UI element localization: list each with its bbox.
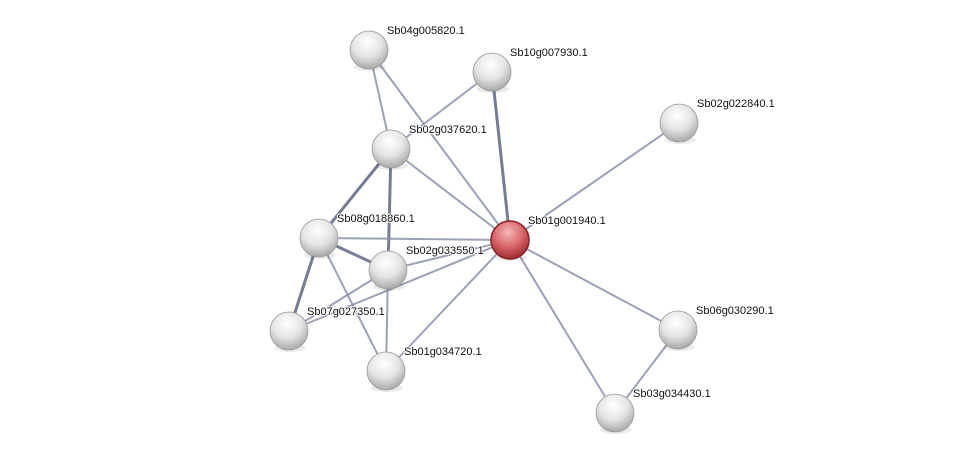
node-label: Sb07g027350.1 [307, 306, 385, 318]
edge-Sb01g001940.1-Sb06g030290.1[interactable] [509, 239, 679, 331]
node-sphere[interactable] [366, 351, 406, 391]
node-label: Sb01g001940.1 [528, 215, 606, 227]
node-sphere[interactable] [659, 103, 699, 143]
node-sphere[interactable] [371, 129, 411, 169]
node-Sb08g018860.1[interactable]: Sb08g018860.1 [299, 212, 416, 259]
node-Sb01g001940.1[interactable]: Sb01g001940.1 [490, 214, 607, 261]
edge-Sb02g037620.1-Sb02g033550.1[interactable] [386, 148, 393, 271]
node-Sb07g027350.1[interactable]: Sb07g027350.1 [269, 305, 386, 352]
node-Sb02g033550.1[interactable]: Sb02g033550.1 [368, 244, 485, 291]
edge-Sb02g037620.1-Sb01g001940.1[interactable] [390, 148, 511, 241]
node-label: Sb08g018860.1 [337, 213, 415, 225]
node-Sb02g037620.1[interactable]: Sb02g037620.1 [371, 123, 488, 170]
node-label: Sb01g034720.1 [404, 346, 482, 358]
edge-Sb01g034720.1-Sb01g001940.1[interactable] [385, 239, 511, 372]
edge-Sb02g033550.1-Sb01g001940.1[interactable] [387, 239, 511, 271]
edge-Sb10g007930.1-Sb01g001940.1[interactable] [490, 71, 512, 241]
node-Sb06g030290.1[interactable]: Sb06g030290.1 [658, 304, 775, 351]
node-label: Sb03g034430.1 [633, 388, 711, 400]
query-node-sphere[interactable] [490, 220, 530, 260]
node-sphere[interactable] [269, 311, 309, 351]
edge-Sb04g005820.1-Sb01g001940.1[interactable] [368, 49, 511, 241]
edge-Sb02g022840.1-Sb01g001940.1[interactable] [509, 122, 680, 241]
node-Sb02g022840.1[interactable]: Sb02g022840.1 [659, 97, 776, 144]
node-label: Sb04g005820.1 [387, 25, 465, 37]
node-label: Sb02g037620.1 [409, 124, 487, 136]
node-label: Sb02g022840.1 [697, 98, 775, 110]
node-sphere[interactable] [658, 310, 698, 350]
node-label: Sb02g033550.1 [406, 245, 484, 257]
node-sphere[interactable] [349, 30, 389, 70]
node-sphere[interactable] [368, 250, 408, 290]
node-Sb01g034720.1[interactable]: Sb01g034720.1 [366, 345, 483, 392]
node-sphere[interactable] [595, 393, 635, 433]
node-label: Sb10g007930.1 [510, 47, 588, 59]
edge-Sb01g001940.1-Sb03g034430.1[interactable] [509, 239, 616, 414]
node-label: Sb06g030290.1 [696, 305, 774, 317]
node-Sb04g005820.1[interactable]: Sb04g005820.1 [349, 24, 466, 71]
edge-Sb08g018860.1-Sb01g001940.1[interactable] [318, 237, 511, 241]
node-Sb10g007930.1[interactable]: Sb10g007930.1 [472, 46, 589, 93]
edge-Sb10g007930.1-Sb02g037620.1[interactable] [390, 71, 493, 150]
node-Sb03g034430.1[interactable]: Sb03g034430.1 [595, 387, 712, 434]
node-sphere[interactable] [472, 52, 512, 92]
node-sphere[interactable] [299, 218, 339, 258]
